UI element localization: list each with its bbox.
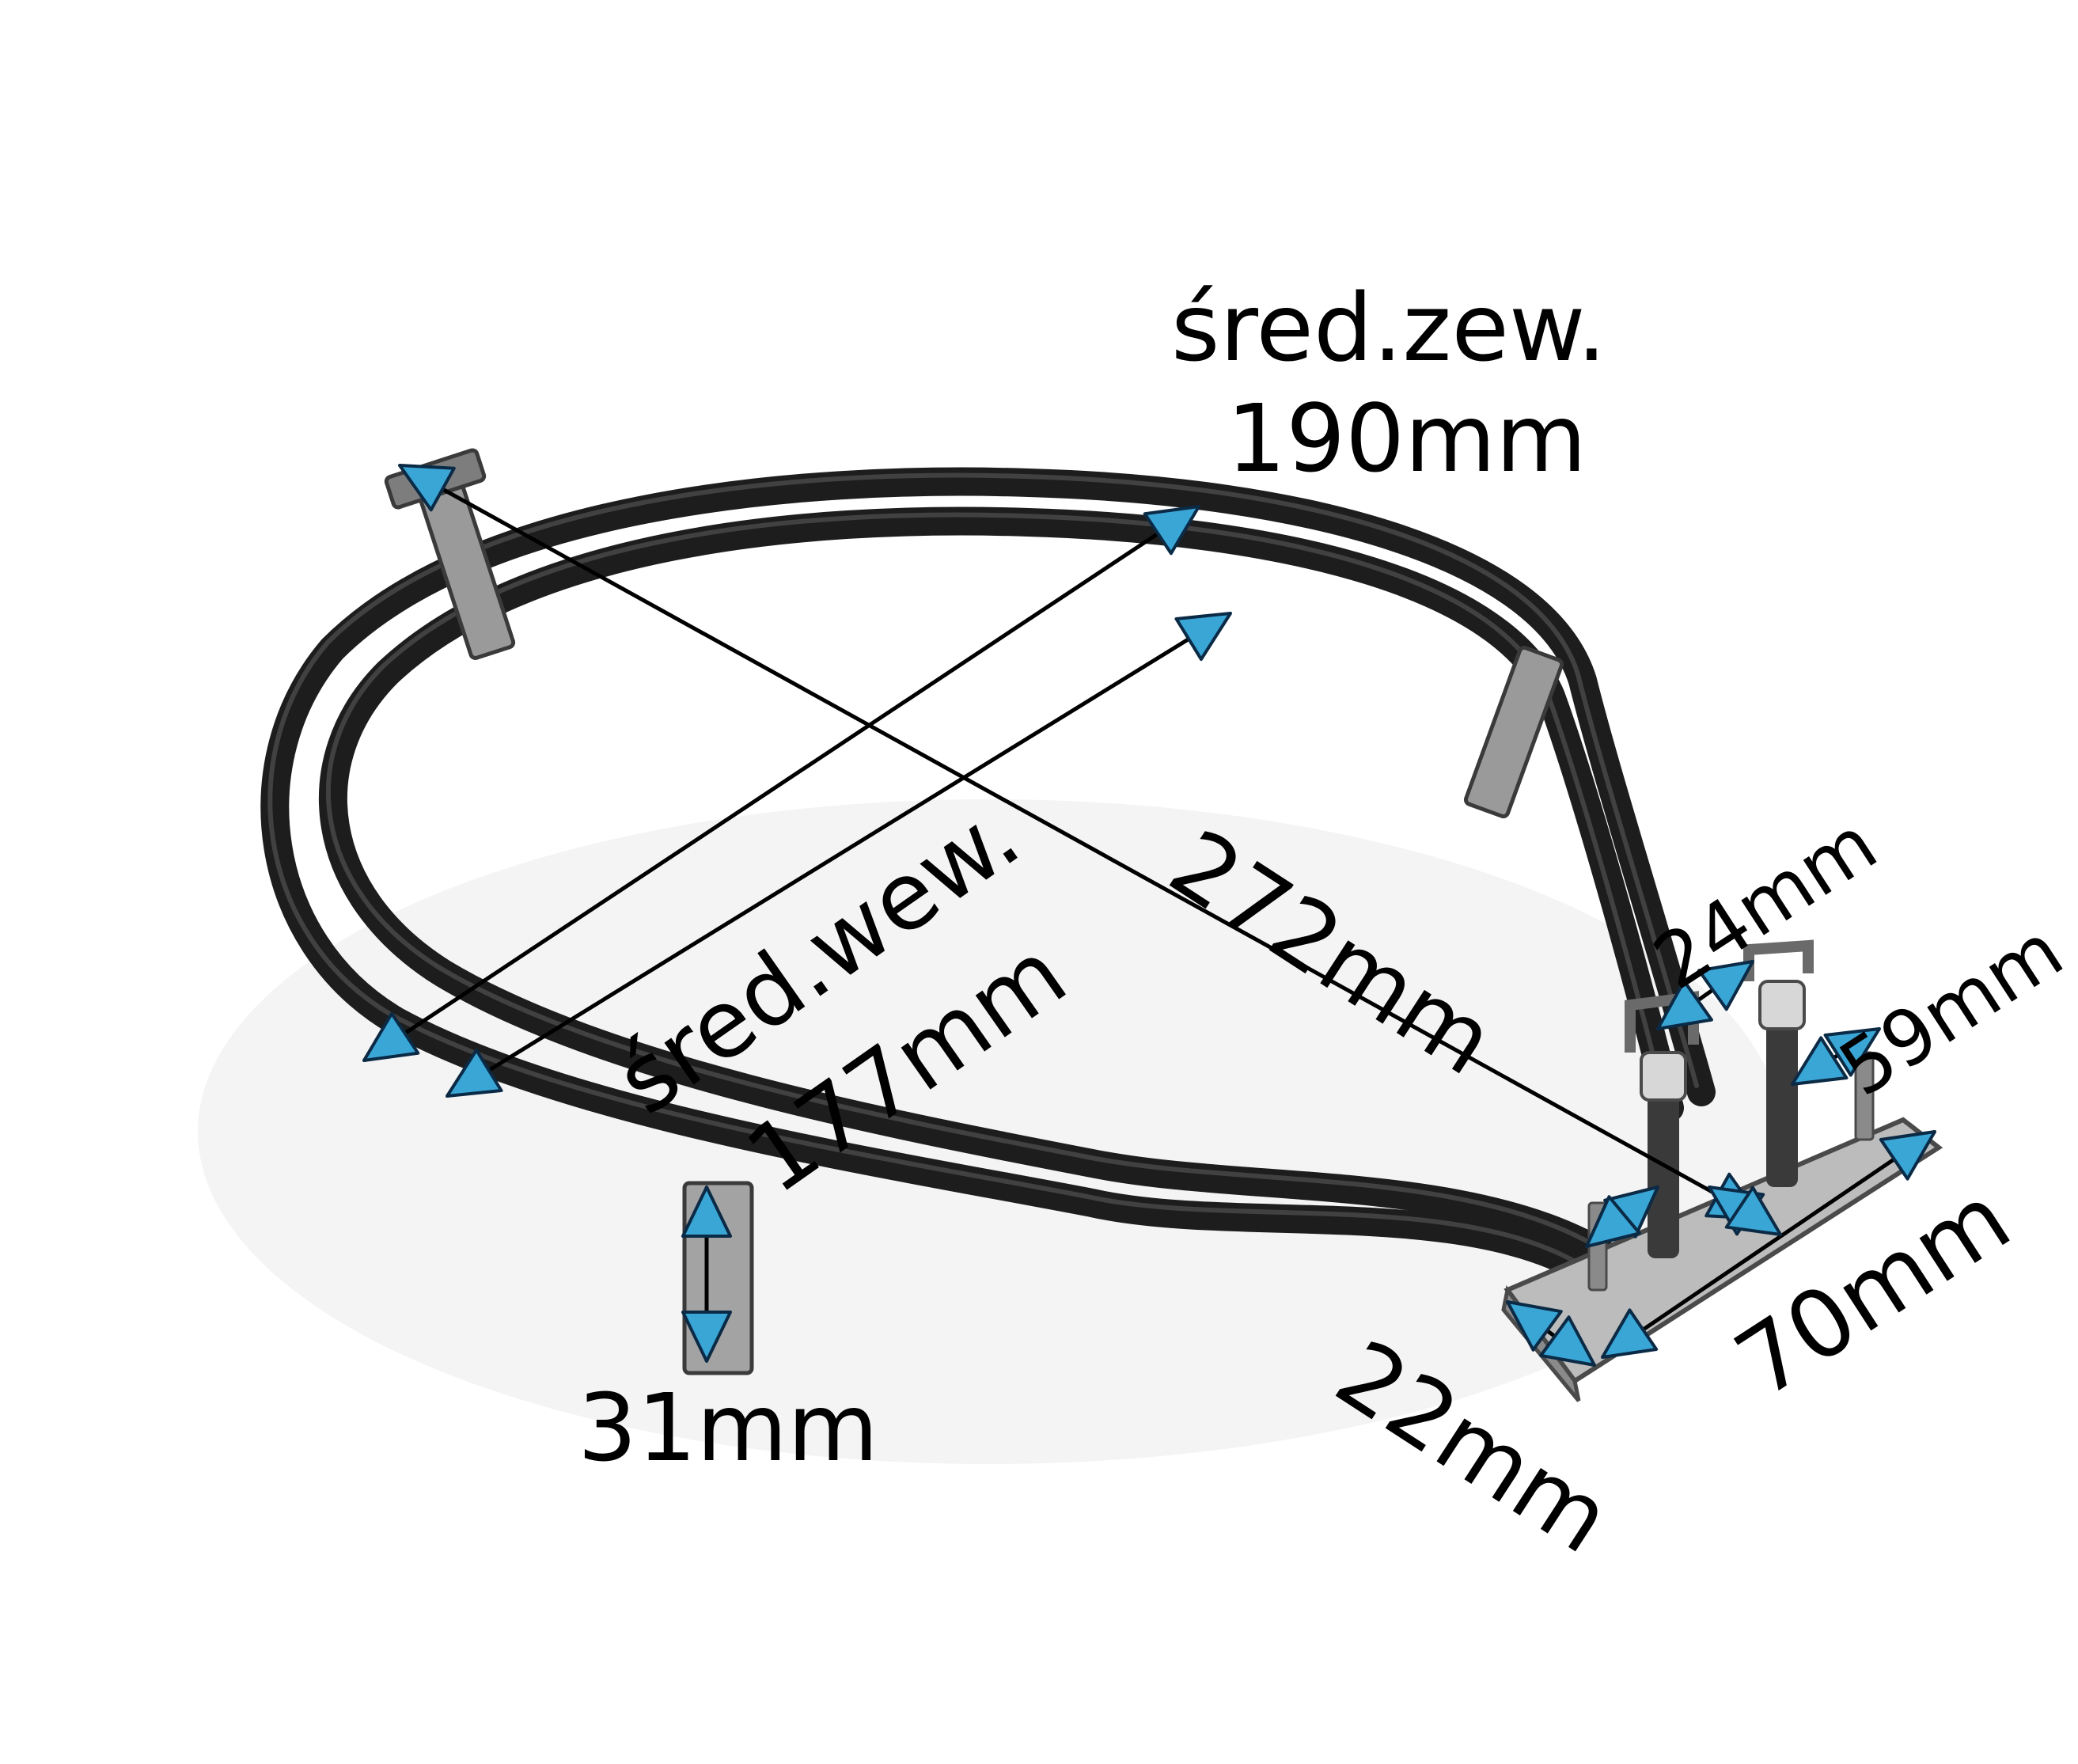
dimension-lines xyxy=(362,463,1936,1368)
arrowhead-end xyxy=(1879,1130,1936,1181)
arrowhead-end xyxy=(1724,1185,1782,1236)
arrowhead-start xyxy=(681,1185,732,1238)
dimension-line xyxy=(398,463,1762,1221)
inner-diameter-dimension xyxy=(446,611,1232,1098)
arrowhead-end xyxy=(1174,612,1232,662)
arrowhead-end xyxy=(1143,505,1200,556)
terminal-pitch-dimension xyxy=(1656,959,1754,1031)
arrowhead-start xyxy=(1656,979,1713,1030)
outer-diameter-value: 190mm xyxy=(1227,384,1587,493)
arrowhead-start xyxy=(398,464,456,512)
arrowhead-end xyxy=(1823,1027,1881,1077)
outer-ring-tube xyxy=(260,467,1716,1288)
arrowhead-end xyxy=(1697,960,1754,1011)
arrowhead-start xyxy=(1506,1300,1563,1352)
arrowhead-start xyxy=(362,1011,420,1062)
heating-element-diagram: śred.zew. 190mm śred.wew. 177mm 272mm 24… xyxy=(198,273,2078,1574)
outer-diameter-dimension xyxy=(362,504,1200,1063)
dimension-line xyxy=(446,611,1232,1098)
arrowhead-end xyxy=(1585,1195,1641,1248)
dimension-line xyxy=(362,504,1200,1063)
arrowhead-end xyxy=(681,1311,732,1363)
tube-spacing-dimension xyxy=(681,1185,732,1363)
terminal-height-dimension xyxy=(1791,1026,1881,1087)
heating-element-drawing xyxy=(198,448,1943,1464)
tube-spacing-label: 31mm xyxy=(578,1373,879,1482)
arrowhead-start xyxy=(446,1048,503,1098)
flange-width-dimension xyxy=(1506,1299,1596,1368)
arrowhead-start xyxy=(1601,1308,1659,1359)
pin-offset-dimension xyxy=(1708,1185,1782,1237)
dimension-line xyxy=(1601,1129,1936,1360)
spacer-bracket-right xyxy=(1463,645,1564,819)
flange-length-dimension xyxy=(1601,1129,1936,1360)
pin-to-flange-dimension xyxy=(1585,1185,1659,1248)
arrowhead-end xyxy=(1539,1315,1596,1367)
outer-diameter-title: śred.zew. xyxy=(1171,273,1607,382)
arrowhead-start xyxy=(1791,1036,1849,1086)
